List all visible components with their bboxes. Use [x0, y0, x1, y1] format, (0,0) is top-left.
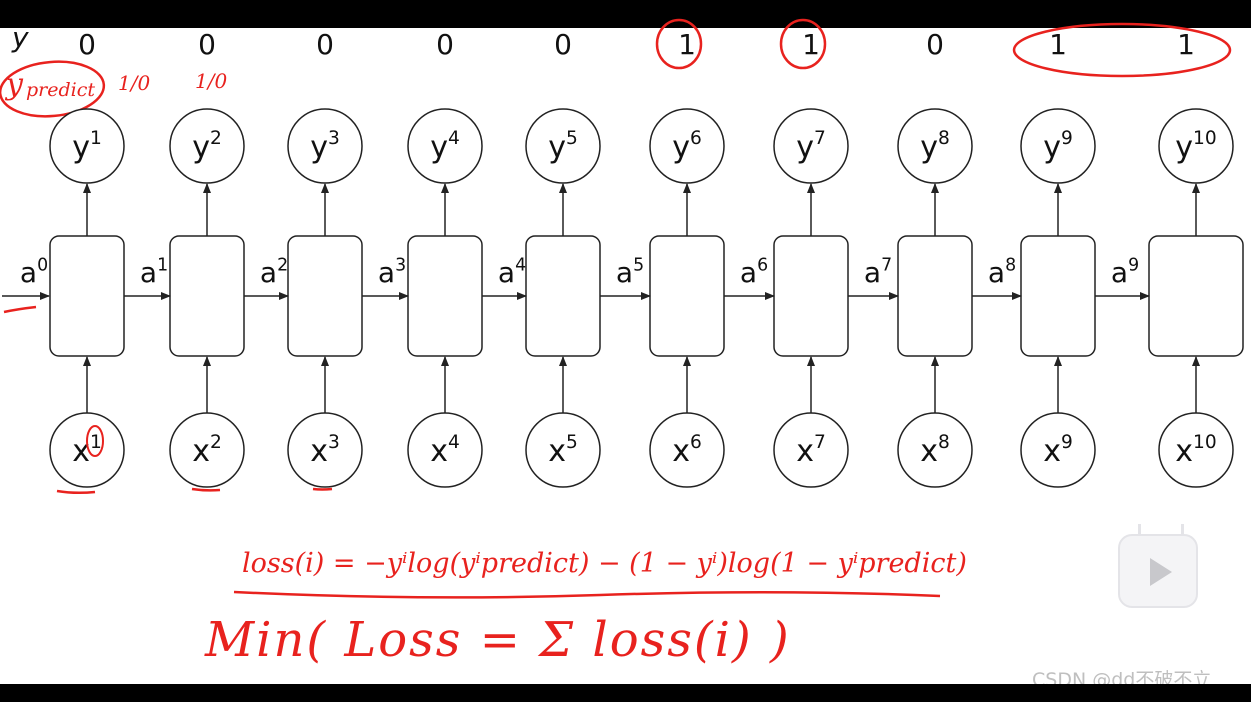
activation-label-5: a5 [616, 255, 644, 289]
label-value-9: 1 [1049, 28, 1067, 61]
output-node-label-5: y5 [548, 128, 578, 165]
input-node-label-2: x2 [192, 432, 222, 469]
input-node-label-5: x5 [548, 432, 578, 469]
rnn-step-9: y9 x9 a8 [972, 108, 1096, 488]
rnn-cells: y1 x1 a0 y2 x2 a1 y3 x3 a2 y4 x4 a3 y5 x5 a4 y6 x6 a5 y7 x7… [20, 108, 1244, 488]
rnn-cell-5 [525, 235, 601, 357]
input-node-label-7: x7 [796, 432, 826, 469]
output-node-label-3: y3 [310, 128, 340, 165]
output-node-label-10: y10 [1175, 128, 1216, 165]
hand-tick-a0 [3, 305, 37, 314]
hand-circle-labels-9-10 [1012, 22, 1232, 78]
label-value-4: 0 [436, 28, 454, 61]
output-node-label-4: y4 [430, 128, 460, 165]
objective-formula: Min( Loss = Σ loss(i) ) [205, 612, 791, 668]
rnn-cell-10 [1148, 235, 1244, 357]
activation-label-8: a8 [988, 255, 1016, 289]
activation-label-0: a0 [20, 255, 48, 289]
bottom-black-bar [0, 684, 1251, 702]
activation-label-3: a3 [378, 255, 406, 289]
input-node-label-4: x4 [430, 432, 460, 469]
hand-circle-label-7 [779, 18, 827, 70]
rnn-step-3: y3 x3 a2 [244, 108, 363, 488]
rnn-step-2: y2 x2 a1 [124, 108, 245, 488]
label-value-8: 0 [926, 28, 944, 61]
rnn-cell-4 [407, 235, 483, 357]
input-node-label-9: x9 [1043, 432, 1073, 469]
output-node-label-1: y1 [72, 128, 102, 165]
output-node-label-6: y6 [672, 128, 702, 165]
label-value-10: 1 [1177, 28, 1195, 61]
hand-circle-x1-sup [86, 425, 104, 457]
hand-underline-x3 [312, 487, 333, 491]
rnn-cell-6 [649, 235, 725, 357]
label-value-2: 0 [198, 28, 216, 61]
rnn-step-7: y7 x7 a6 [724, 108, 849, 488]
label-value-3: 0 [316, 28, 334, 61]
label-value-5: 0 [554, 28, 572, 61]
rnn-cell-1 [49, 235, 125, 357]
hand-note-1: 1/0 [118, 71, 150, 95]
rnn-cell-9 [1020, 235, 1096, 357]
label-value-7: 1 [802, 28, 820, 61]
rnn-step-10: y10 x10 a9 [1095, 108, 1244, 488]
rnn-step-1: y1 x1 a0 [20, 108, 125, 488]
rnn-cell-8 [897, 235, 973, 357]
output-node-label-7: y7 [796, 128, 826, 165]
activation-label-2: a2 [260, 255, 288, 289]
rnn-step-5: y5 x5 a4 [482, 108, 601, 488]
rnn-step-6: y6 x6 a5 [600, 108, 725, 488]
rnn-cell-3 [287, 235, 363, 357]
input-node-label-10: x10 [1175, 432, 1216, 469]
play-icon[interactable] [1118, 534, 1198, 608]
hand-note-2: 1/0 [195, 69, 227, 93]
activation-label-1: a1 [140, 255, 168, 289]
output-node-label-9: y9 [1043, 128, 1073, 165]
formula-underline [233, 590, 941, 599]
svg-text:predict: predict [26, 79, 95, 101]
activation-label-9: a9 [1111, 255, 1139, 289]
input-node-label-1: x1 [72, 432, 102, 469]
rnn-step-4: y4 x4 a3 [362, 108, 483, 488]
input-node-label-8: x8 [920, 432, 950, 469]
output-node-label-2: y2 [192, 128, 222, 165]
rnn-cell-2 [169, 235, 245, 357]
hand-circle-label-6 [655, 18, 703, 70]
hand-underline-x1 [56, 489, 96, 495]
input-node-label-6: x6 [672, 432, 702, 469]
y-predict-label: y predict [0, 60, 106, 118]
activation-label-7: a7 [864, 255, 892, 289]
label-value-6: 1 [678, 28, 696, 61]
input-node-label-3: x3 [310, 432, 340, 469]
hand-underline-x2 [191, 487, 221, 492]
rnn-step-8: y8 x8 a7 [848, 108, 973, 488]
loss-formula: loss(i) = −yⁱlog(yⁱpredict) − (1 − yⁱ)lo… [242, 548, 967, 579]
rnn-cell-7 [773, 235, 849, 357]
y-row-label: y [11, 21, 29, 54]
activation-label-6: a6 [740, 255, 768, 289]
label-row: 0 0 0 0 0 1 1 0 1 1 [78, 18, 1232, 78]
activation-label-4: a4 [498, 255, 526, 289]
output-node-label-8: y8 [920, 128, 950, 165]
top-black-bar [0, 0, 1251, 28]
label-value-1: 0 [78, 28, 96, 61]
